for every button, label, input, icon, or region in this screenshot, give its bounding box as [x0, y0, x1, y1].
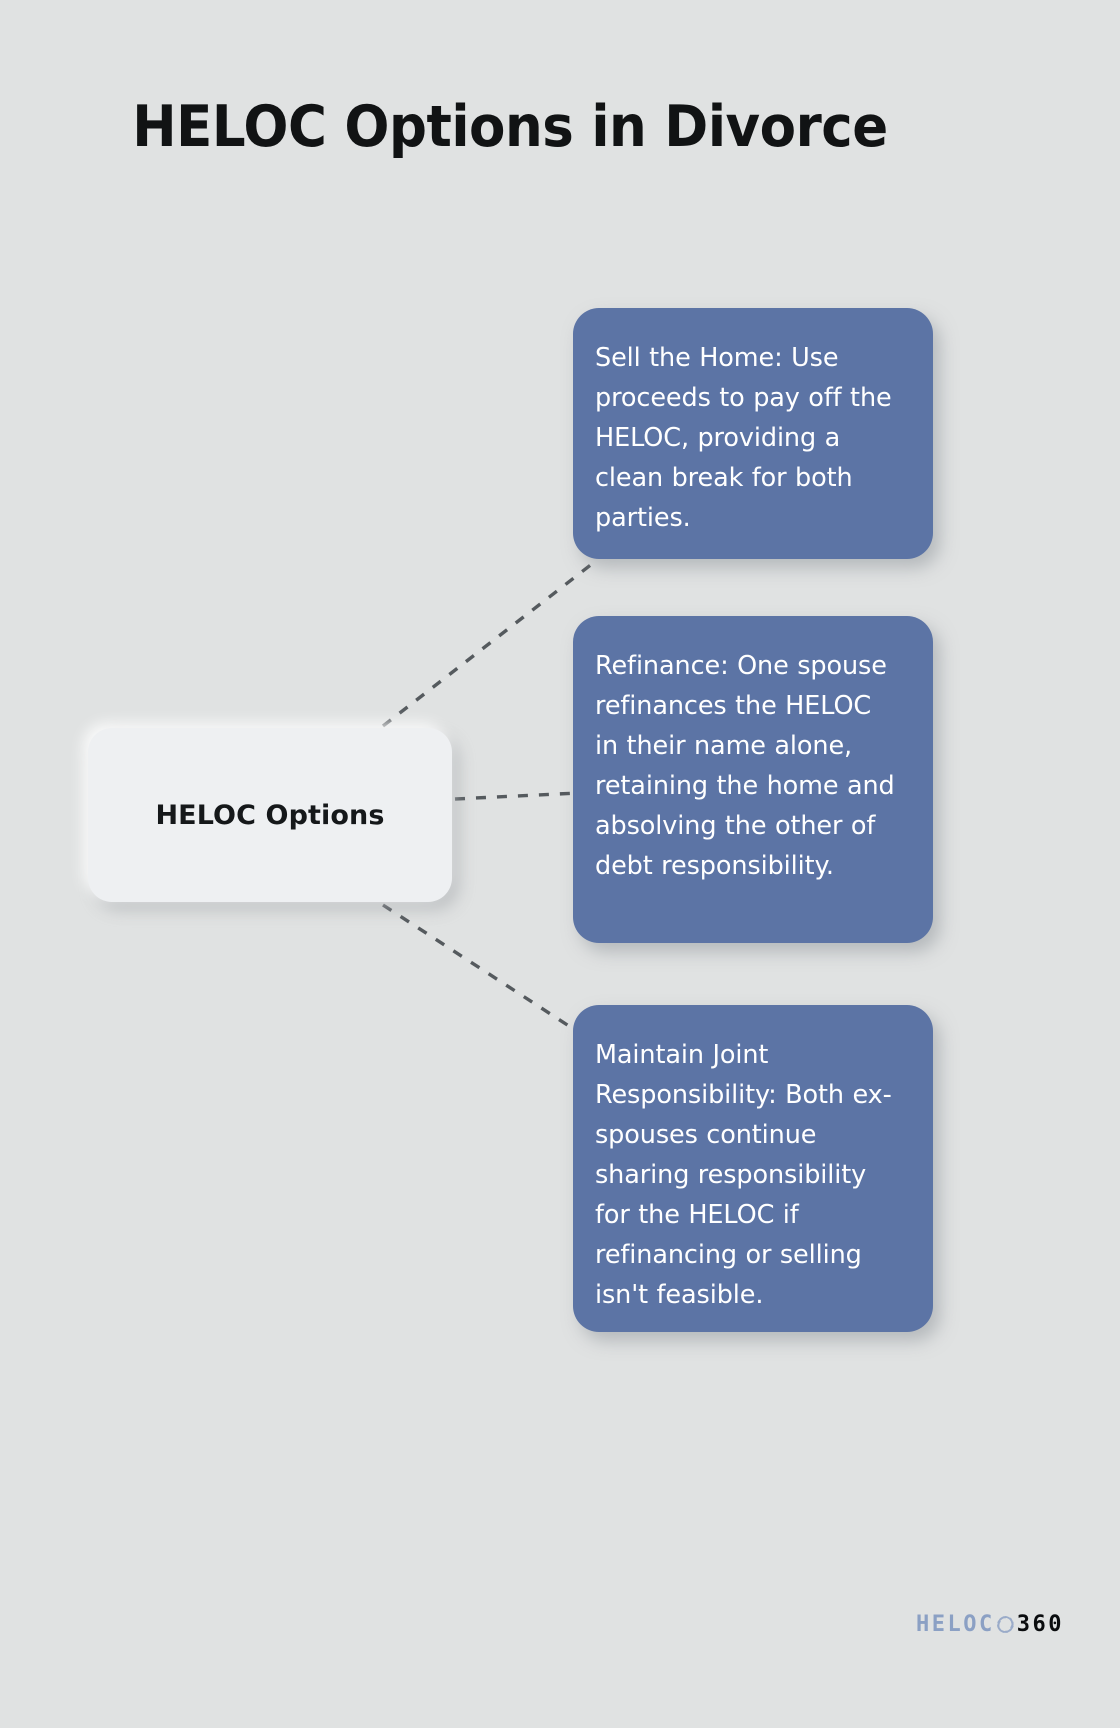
logo-wordmark-360: 360 [1016, 1611, 1064, 1637]
option-card-maintain-joint-responsibility[interactable]: Maintain Joint Responsibility: Both ex-s… [573, 1005, 933, 1332]
center-node[interactable]: HELOC Options [88, 728, 452, 902]
option-card-text: Refinance: One spouse refinances the HEL… [595, 651, 895, 881]
logo-wordmark-heloc: HELOC [916, 1611, 995, 1637]
connector-to-maintain-joint-responsibility [382, 903, 593, 1043]
option-card-sell-the-home[interactable]: Sell the Home: Use proceeds to pay off t… [573, 308, 933, 559]
connector-to-sell-the-home [381, 558, 599, 728]
option-card-text: Sell the Home: Use proceeds to pay off t… [595, 343, 892, 533]
page-title: HELOC Options in Divorce [132, 94, 888, 160]
center-node-label: HELOC Options [155, 799, 385, 831]
spiral-icon [995, 1614, 1016, 1635]
option-card-refinance[interactable]: Refinance: One spouse refinances the HEL… [573, 616, 933, 943]
option-card-text: Maintain Joint Responsibility: Both ex-s… [595, 1040, 892, 1310]
connector-to-refinance [454, 791, 579, 801]
brand-logo: HELOC 360 [916, 1608, 1064, 1640]
